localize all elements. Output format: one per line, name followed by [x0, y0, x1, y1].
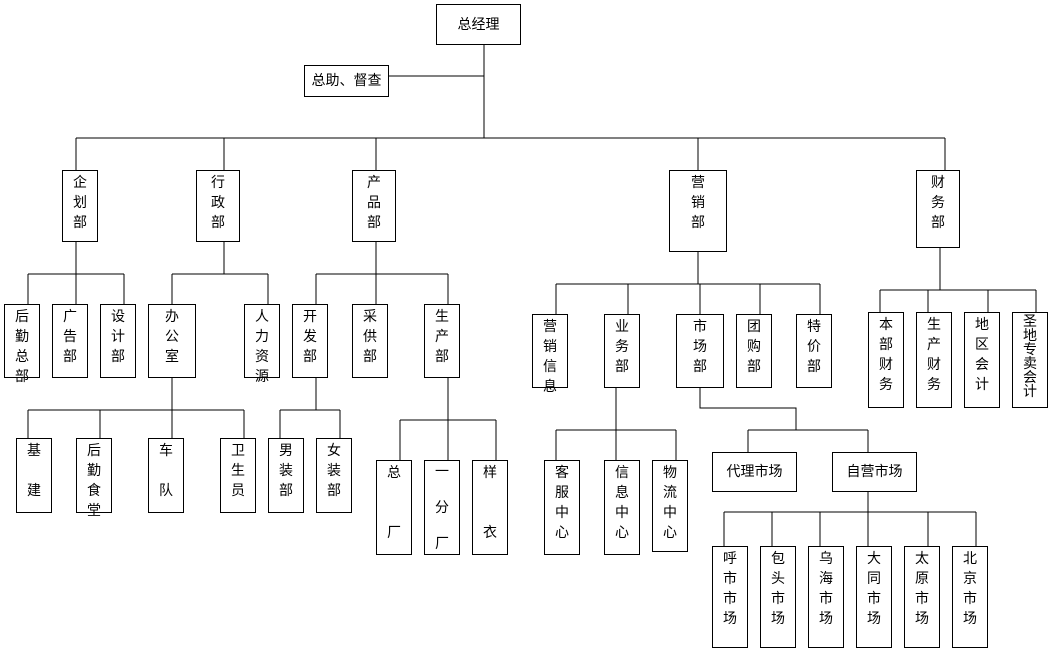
- regional-accounting-box: 地区会计: [964, 312, 1000, 408]
- main-factory-box: 总 厂: [376, 460, 412, 555]
- finance-dept-box: 财务部: [916, 170, 960, 248]
- canteen-box: 后勤食堂: [76, 438, 112, 519]
- general-manager-box: 总经理: [436, 4, 521, 45]
- product-dept-box: 产品部: [352, 170, 396, 242]
- group-purchase-dept-box: 团购部: [736, 314, 772, 388]
- hr-box: 人力资源: [244, 304, 280, 385]
- customer-service-center-box: 客服中心: [544, 460, 580, 555]
- production-dept-box: 生产部: [424, 304, 460, 378]
- hohhot-market-box: 呼市市场: [712, 546, 748, 648]
- design-dept-box: 设计部: [100, 304, 136, 378]
- purchasing-dept-box: 采供部: [352, 304, 388, 378]
- office-box: 办公室: [148, 304, 196, 378]
- advertising-dept-box: 广告部: [52, 304, 88, 378]
- beijing-market-box: 北京市场: [952, 546, 988, 648]
- datong-market-box: 大同市场: [856, 546, 892, 648]
- production-finance-box: 生产财务: [916, 312, 952, 408]
- market-dept-box: 市场部: [676, 314, 724, 388]
- logistics-center-box: 物流中心: [652, 460, 688, 552]
- logistics-hq-box: 后勤总部: [4, 304, 40, 385]
- assistant-supervision-box: 总助、督查: [304, 65, 389, 97]
- self-run-market-box: 自营市场: [832, 452, 917, 492]
- menswear-dept-box: 男装部: [268, 438, 304, 513]
- infrastructure-box: 基 建: [16, 438, 52, 513]
- wuhai-market-box: 乌海市场: [808, 546, 844, 648]
- branch-factory-box: 一 分 厂: [424, 460, 460, 555]
- marketing-info-box: 营销信息: [532, 314, 568, 395]
- fleet-box: 车 队: [148, 438, 184, 513]
- store-accounting-box: 圣地专卖会计: [1012, 312, 1048, 408]
- womenswear-dept-box: 女装部: [316, 438, 352, 513]
- admin-dept-box: 行政部: [196, 170, 240, 242]
- health-officer-box: 卫生员: [220, 438, 256, 513]
- baotou-market-box: 包头市场: [760, 546, 796, 648]
- taiyuan-market-box: 太原市场: [904, 546, 940, 648]
- marketing-dept-box: 营销部: [669, 170, 727, 252]
- development-dept-box: 开发部: [292, 304, 328, 378]
- special-price-dept-box: 特价部: [796, 314, 832, 388]
- planning-dept-box: 企划部: [62, 170, 98, 242]
- business-dept-box: 业务部: [604, 314, 640, 388]
- sample-clothing-box: 样 衣: [472, 460, 508, 555]
- information-center-box: 信息中心: [604, 460, 640, 555]
- hq-finance-box: 本部财务: [868, 312, 904, 408]
- agency-market-box: 代理市场: [712, 452, 797, 492]
